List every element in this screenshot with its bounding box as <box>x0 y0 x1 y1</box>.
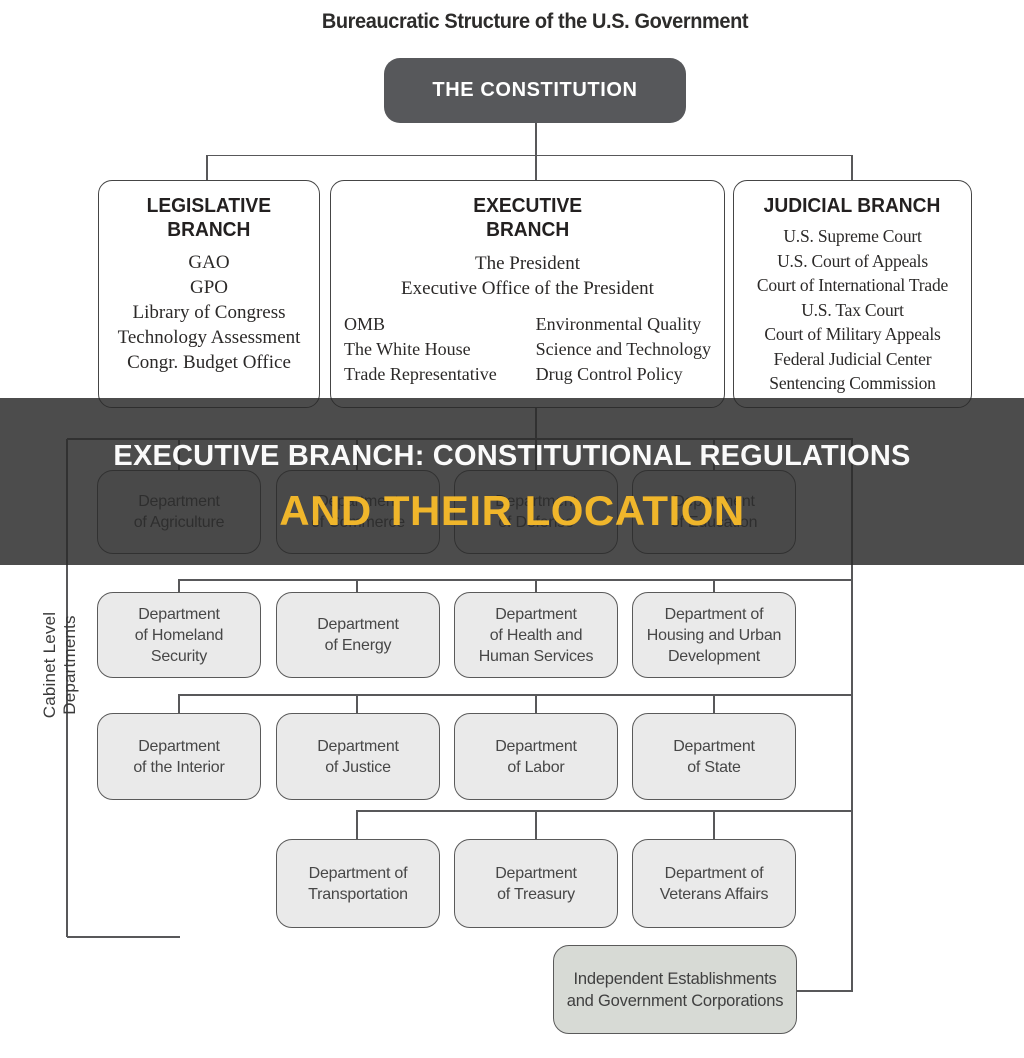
executive-offices: OMB The White House Trade Representative… <box>331 312 724 387</box>
connector-line <box>356 811 358 840</box>
connector-line <box>713 811 715 840</box>
connector-line <box>535 695 537 714</box>
legislative-branch-box: LEGISLATIVE BRANCH GAO GPO Library of Co… <box>98 180 320 408</box>
headline-banner-overlay: EXECUTIVE BRANCH: CONSTITUTIONAL REGULAT… <box>0 398 1024 565</box>
connector-line <box>535 580 537 593</box>
dept-interior-box: Department of the Interior <box>97 713 261 800</box>
constitution-box: THE CONSTITUTION <box>384 58 686 123</box>
dept-hud-box: Department of Housing and Urban Developm… <box>632 592 796 678</box>
connector-line <box>206 155 208 182</box>
cabinet-level-departments-label: Cabinet Level Departments <box>40 611 79 719</box>
executive-offices-left: OMB The White House Trade Representative <box>344 314 497 384</box>
dept-hhs-box: Department of Health and Human Services <box>454 592 618 678</box>
judicial-branch-title: JUDICIAL BRANCH <box>764 195 941 217</box>
dept-state-box: Department of State <box>632 713 796 800</box>
connector-line <box>178 695 180 714</box>
connector-line <box>535 811 537 840</box>
dept-energy-box: Department of Energy <box>276 592 440 678</box>
headline-line2: AND THEIR LOCATION <box>279 487 745 534</box>
dept-homeland-security-box: Department of Homeland Security <box>97 592 261 678</box>
executive-offices-right: Environmental Quality Science and Techno… <box>535 314 711 384</box>
dept-justice-box: Department of Justice <box>276 713 440 800</box>
connector-line <box>67 936 180 938</box>
dept-transportation-box: Department of Transportation <box>276 839 440 928</box>
dept-veterans-affairs-box: Department of Veterans Affairs <box>632 839 796 928</box>
judicial-branch-box: JUDICIAL BRANCH U.S. Supreme Court U.S. … <box>733 180 972 408</box>
connector-line <box>535 123 537 180</box>
judicial-branch-items: U.S. Supreme Court U.S. Court of Appeals… <box>756 226 949 393</box>
connector-line <box>356 695 358 714</box>
connector-line <box>66 439 68 937</box>
connector-line <box>207 154 853 157</box>
independent-establishments-box: Independent Establishments and Governmen… <box>553 945 797 1034</box>
executive-branch-title: EXECUTIVE BRANCH <box>473 195 582 241</box>
page-title: Bureaucratic Structure of the U.S. Gover… <box>321 10 749 33</box>
executive-branch-box: EXECUTIVE BRANCH The President Executive… <box>330 180 725 408</box>
connector-line <box>713 695 715 714</box>
connector-line <box>178 694 853 696</box>
connector-line <box>356 810 853 812</box>
connector-line <box>713 580 715 593</box>
connector-line <box>851 155 853 182</box>
executive-leaders: The President Executive Office of the Pr… <box>401 253 654 299</box>
dept-treasury-box: Department of Treasury <box>454 839 618 928</box>
dept-labor-box: Department of Labor <box>454 713 618 800</box>
connector-line <box>797 990 853 992</box>
headline-line1: EXECUTIVE BRANCH: CONSTITUTIONAL REGULAT… <box>113 440 911 472</box>
constitution-label: THE CONSTITUTION <box>432 79 638 101</box>
connector-line <box>178 580 180 593</box>
connector-line <box>851 439 853 992</box>
legislative-branch-title: LEGISLATIVE BRANCH <box>146 195 272 241</box>
connector-line <box>178 579 853 581</box>
connector-line <box>356 580 358 593</box>
legislative-branch-items: GAO GPO Library of Congress Technology A… <box>117 252 301 373</box>
